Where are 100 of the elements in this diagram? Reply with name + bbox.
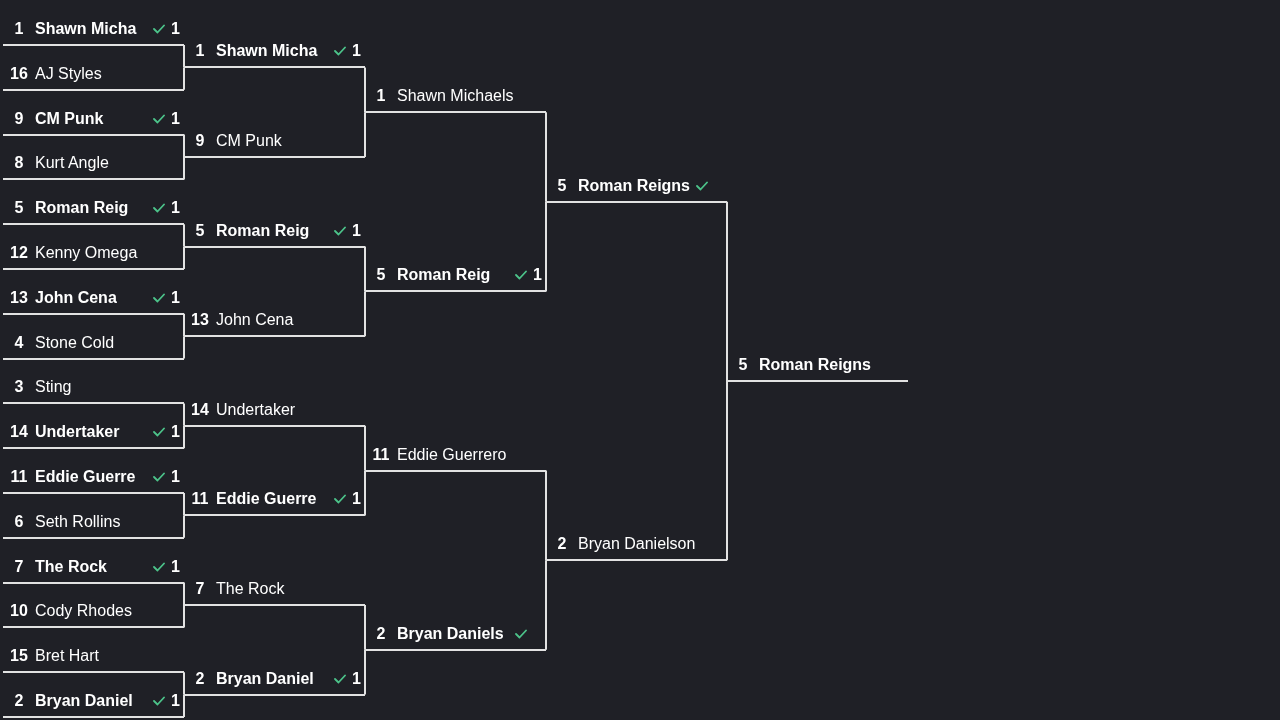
bracket-line xyxy=(183,671,185,696)
score: 1 xyxy=(171,109,180,128)
seed-number: 2 xyxy=(14,692,24,710)
seed-number: 1 xyxy=(195,42,205,61)
bracket-line xyxy=(183,44,185,69)
seed-number: 11 xyxy=(372,445,390,464)
seed-number: 11 xyxy=(191,490,209,509)
bracket-line xyxy=(183,514,185,539)
seed-number: 13 xyxy=(191,311,209,330)
seed-number: 14 xyxy=(191,400,209,419)
seed-number: 14 xyxy=(10,423,28,442)
score: 1 xyxy=(171,199,180,218)
bracket-line xyxy=(364,66,366,114)
player-name: Undertaker xyxy=(216,400,296,419)
bracket-line xyxy=(183,156,185,181)
player-name: Stone Cold xyxy=(35,333,115,352)
player-name: Roman Reig xyxy=(35,199,129,218)
player-name: Shawn Micha xyxy=(216,42,318,61)
seed-number: 1 xyxy=(376,87,386,106)
player-name: Shawn Micha xyxy=(35,20,137,38)
bracket-line xyxy=(183,223,185,248)
bracket-line xyxy=(545,200,547,293)
player-name: Sting xyxy=(35,378,72,397)
seed-number: 5 xyxy=(376,266,386,285)
seed-number: 9 xyxy=(195,132,205,150)
seed-number: 10 xyxy=(10,602,28,621)
bracket-line xyxy=(183,335,185,360)
score: 1 xyxy=(352,42,361,61)
score: 1 xyxy=(171,692,180,710)
seed-number: 2 xyxy=(557,535,567,554)
bracket-line xyxy=(183,66,185,91)
player-name: Roman Reigns xyxy=(759,356,871,374)
seed-number: 5 xyxy=(195,221,205,240)
score: 1 xyxy=(171,423,180,442)
seed-number: 11 xyxy=(10,468,28,486)
bracket-line xyxy=(545,559,547,651)
bracket-line xyxy=(183,245,185,270)
player-name: Undertaker xyxy=(35,423,120,442)
seed-number: 5 xyxy=(14,199,24,218)
seed-number: 2 xyxy=(376,624,386,643)
player-name: Eddie Guerrero xyxy=(397,445,507,464)
player-name: AJ Styles xyxy=(35,64,102,83)
bracket-line xyxy=(726,200,728,382)
bracket-line xyxy=(364,604,366,651)
bracket-line xyxy=(545,111,547,203)
player-name: Eddie Guerre xyxy=(35,468,136,486)
player-name: Roman Reigns xyxy=(578,176,690,195)
player-name: Bryan Daniel xyxy=(35,692,133,710)
score: 1 xyxy=(171,468,180,486)
seed-number: 15 xyxy=(10,647,28,666)
player-name: The Rock xyxy=(216,580,285,598)
seed-number: 7 xyxy=(195,580,205,598)
player-name: Bryan Danielson xyxy=(578,535,696,554)
seed-number: 4 xyxy=(14,333,24,352)
player-name: Shawn Michaels xyxy=(397,87,514,106)
score: 1 xyxy=(352,669,361,688)
bracket-line xyxy=(364,424,366,472)
seed-number: 5 xyxy=(738,356,748,374)
bracket-line xyxy=(183,402,185,427)
player-name: Bryan Daniel xyxy=(216,669,314,688)
seed-number: 16 xyxy=(10,64,28,83)
bracket-line xyxy=(364,290,366,338)
seed-number: 5 xyxy=(557,176,567,195)
score: 1 xyxy=(171,20,180,38)
score: 1 xyxy=(352,490,361,509)
seed-number: 3 xyxy=(14,378,24,397)
bracket-line xyxy=(726,380,728,562)
player-name: Bret Hart xyxy=(35,647,99,666)
bracket-line xyxy=(183,581,185,606)
seed-number: 1 xyxy=(14,20,24,38)
bracket-line xyxy=(364,111,366,158)
score: 1 xyxy=(352,221,361,240)
bracket-line xyxy=(545,469,547,562)
player-name: Roman Reig xyxy=(397,266,491,285)
bracket-line xyxy=(364,245,366,293)
seed-number: 13 xyxy=(10,288,28,307)
bracket-line xyxy=(183,424,185,450)
player-name: John Cena xyxy=(35,288,117,307)
seed-number: 6 xyxy=(14,512,24,531)
score: 1 xyxy=(171,557,180,576)
seed-number: 8 xyxy=(14,154,24,173)
bracket-line xyxy=(364,469,366,517)
bracket-line xyxy=(183,693,185,718)
seed-number: 12 xyxy=(10,244,28,262)
player-name: Cody Rhodes xyxy=(35,602,132,621)
bracket-line xyxy=(183,312,185,338)
score: 1 xyxy=(171,288,180,307)
bracket-line xyxy=(183,604,185,629)
player-name: Seth Rollins xyxy=(35,512,121,531)
player-name: Eddie Guerre xyxy=(216,490,317,509)
bracket-line xyxy=(364,648,366,696)
player-name: CM Punk xyxy=(35,109,104,128)
seed-number: 2 xyxy=(195,669,205,688)
seed-number: 9 xyxy=(14,109,24,128)
bracket-line xyxy=(183,133,185,158)
player-name: Kurt Angle xyxy=(35,154,109,173)
player-name: CM Punk xyxy=(216,132,282,150)
player-name: Kenny Omega xyxy=(35,244,138,262)
player-name: Bryan Daniels xyxy=(397,624,504,643)
player-name: John Cena xyxy=(216,311,294,330)
